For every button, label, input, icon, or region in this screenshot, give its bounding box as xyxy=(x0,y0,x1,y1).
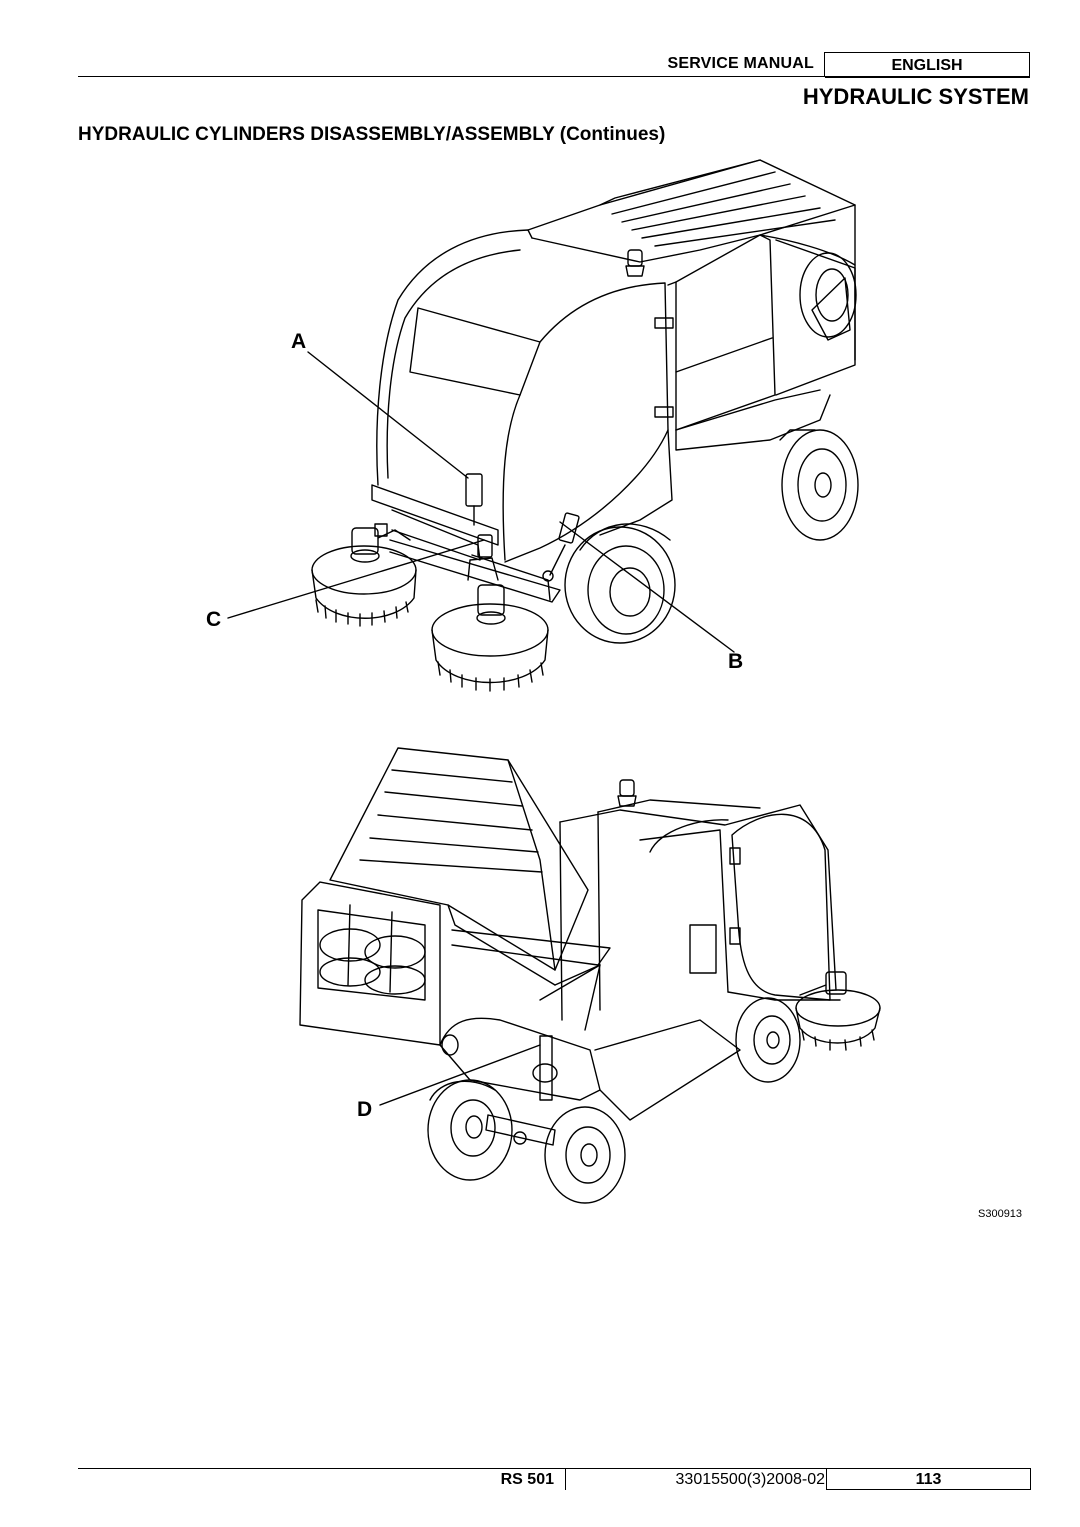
sweeper-rear-view xyxy=(299,747,881,1204)
manual-label: SERVICE MANUAL xyxy=(667,55,814,72)
language-box: ENGLISH xyxy=(825,52,1030,78)
callout-d: D xyxy=(357,1098,373,1121)
sweeper-front-view xyxy=(227,159,859,692)
header-separator xyxy=(824,52,825,77)
model-label: RS 501 xyxy=(500,1471,554,1488)
figure-code: S300913 xyxy=(978,1208,1023,1220)
page-number: 113 xyxy=(826,1468,1031,1490)
callout-a: A xyxy=(291,330,307,353)
footer-separator xyxy=(565,1468,566,1490)
callout-b: B xyxy=(728,650,744,673)
subsection-title: HYDRAULIC CYLINDERS DISASSEMBLY/ASSEMBLY… xyxy=(78,124,666,145)
section-title: HYDRAULIC SYSTEM xyxy=(802,84,1029,109)
document-number: 33015500(3)2008-02 xyxy=(675,1471,825,1488)
footer-rule xyxy=(78,1468,1030,1469)
header-rule xyxy=(78,76,1030,77)
callout-c: C xyxy=(206,608,222,631)
